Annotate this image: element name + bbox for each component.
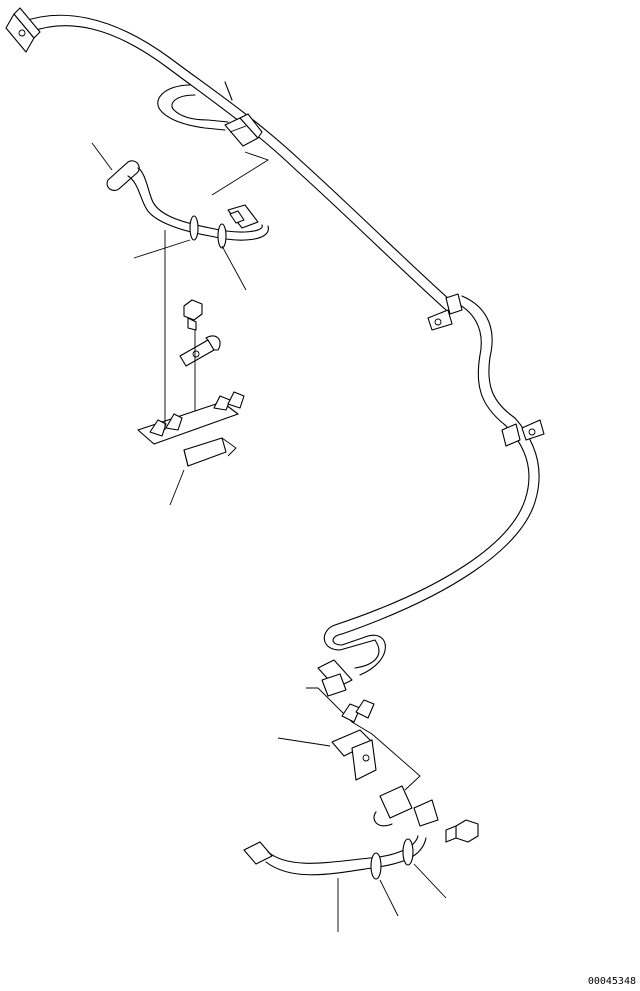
leader-upper-connector: [211, 151, 270, 196]
drawing-part-number: 00045348: [587, 976, 636, 987]
leader-left-subharness: [91, 142, 113, 171]
leader-upper-bracket: [169, 469, 185, 506]
leader-lower-clamp-1: [379, 879, 399, 917]
upper-mounting-bracket: [137, 391, 245, 467]
lower-bolt: [445, 819, 479, 843]
cable-clamp-1: [427, 293, 463, 331]
leader-lower-connector: [306, 687, 421, 791]
lower-sub-harness: [243, 835, 427, 880]
lower-connector-clip: [373, 785, 439, 827]
lower-harness-connector: [317, 659, 353, 697]
upper-harness-connector: [224, 113, 263, 147]
leader-clamp-right: [221, 245, 247, 291]
main-harness-cable: [21, 14, 540, 676]
upper-clip: [179, 335, 221, 367]
leader-lower-clamp-2: [413, 863, 447, 899]
upper-branch-loop: [157, 81, 233, 131]
left-sub-harness: [106, 160, 269, 249]
cable-clamp-2: [501, 419, 545, 447]
lower-mounting-bracket: [331, 699, 377, 781]
upper-bolt: [183, 299, 203, 331]
leader-lower-bracket: [277, 737, 331, 747]
top-terminal-connector: [5, 7, 41, 53]
leader-clamp-left: [133, 239, 191, 259]
